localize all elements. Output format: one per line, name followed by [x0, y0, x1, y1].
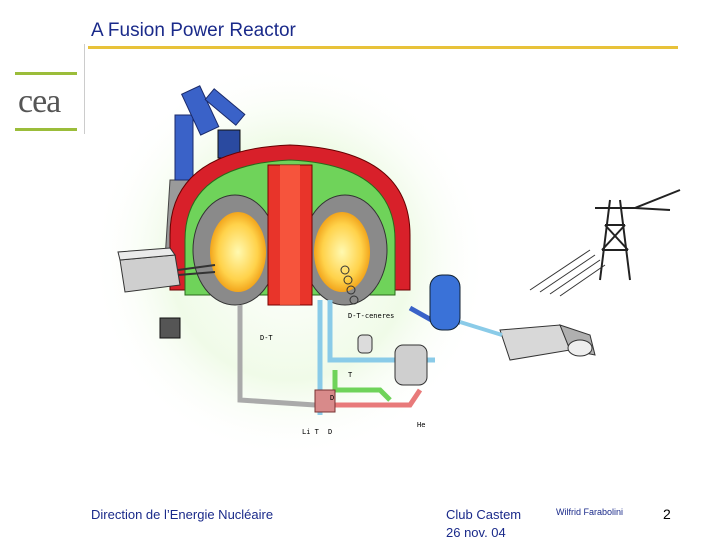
footer-organization: Direction de l’Energie Nucléaire [91, 507, 274, 522]
logo-bar-bottom [15, 128, 77, 131]
turbine-generator [459, 320, 596, 361]
label-t: T [348, 371, 353, 379]
separator [314, 389, 336, 413]
small-tank [357, 334, 373, 354]
label-d-bottom: D [328, 428, 332, 436]
plasma-right [314, 212, 370, 292]
footer-date: 26 nov. 04 [446, 525, 506, 540]
slide-title: A Fusion Power Reactor [91, 20, 296, 41]
label-dt-ceneres: D-T-ceneres [348, 312, 394, 320]
power-lines [529, 249, 606, 297]
title-divider [88, 46, 678, 49]
label-dt: D-T [260, 334, 273, 342]
logo-text: cea [18, 83, 61, 120]
plasma-left [210, 212, 266, 292]
logo-bar-top [15, 72, 77, 75]
cea-logo: cea [15, 70, 79, 134]
footer-author: Wilfrid Farabolini [556, 507, 624, 517]
page-number: 2 [663, 506, 671, 522]
reactor-diagram: D-T-ceneres D-T T D Li T D He [90, 60, 681, 460]
divertor-coils [340, 265, 359, 305]
transmission-pylon [595, 189, 681, 281]
label-d: D [330, 394, 334, 402]
vertical-divider [84, 44, 85, 134]
control-box [159, 317, 181, 339]
footer-event-block: Club Castem 26 nov. 04 [446, 506, 521, 542]
footer-event: Club Castem [446, 507, 522, 522]
heat-exchanger [429, 274, 461, 331]
tritium-tank [394, 344, 428, 386]
label-he: He [417, 421, 425, 429]
label-li-t: Li T [302, 428, 320, 436]
heating-system [117, 247, 216, 293]
